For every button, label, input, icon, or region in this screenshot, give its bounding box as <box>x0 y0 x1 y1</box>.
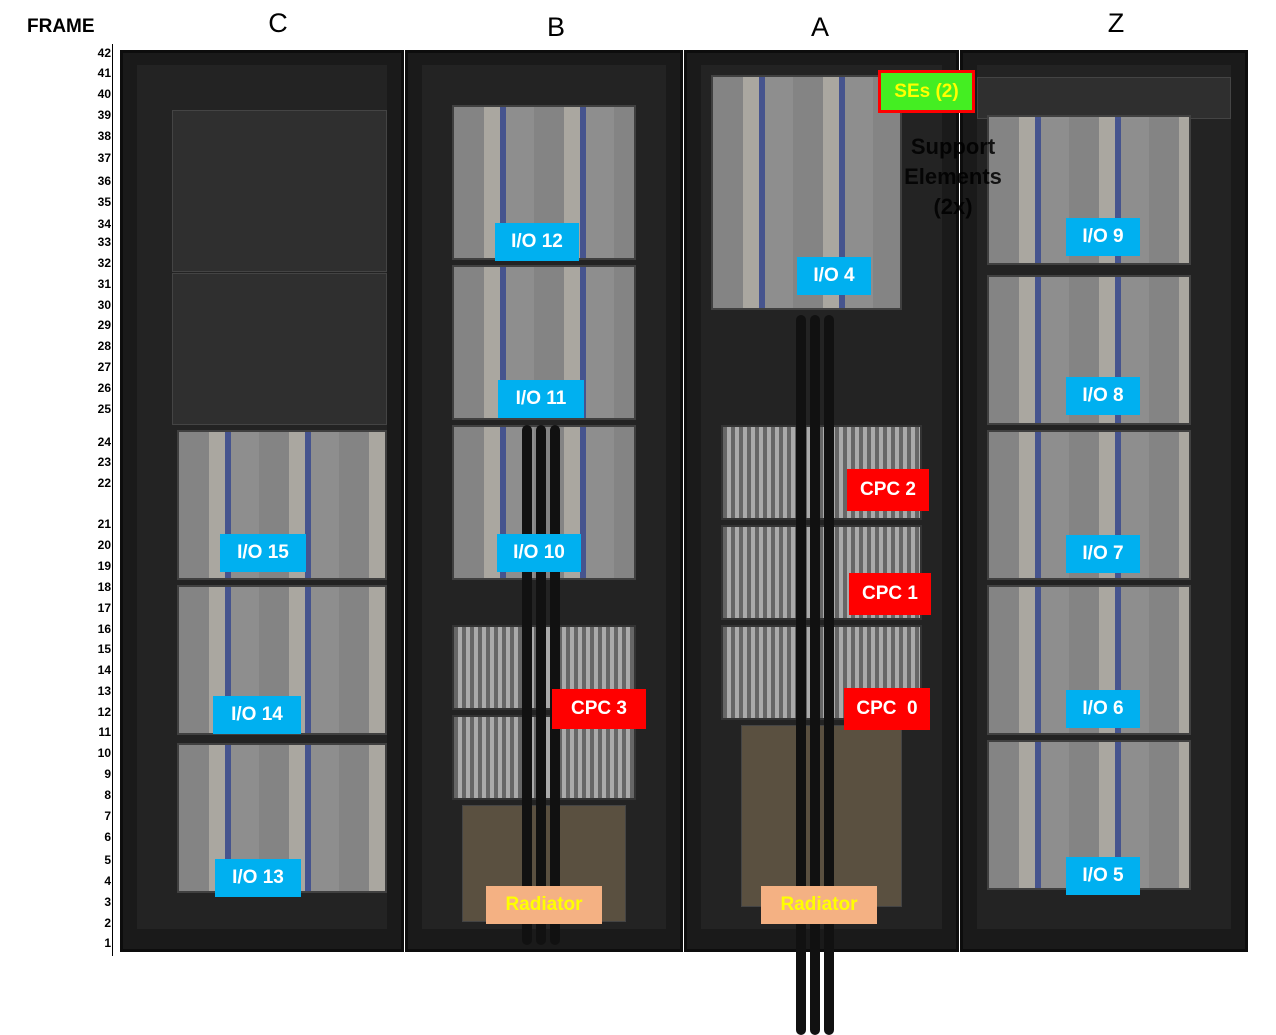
rack-unit-number: 1 <box>104 936 111 950</box>
coolant-hose <box>522 425 532 945</box>
io-12-label: I/O 12 <box>495 223 579 261</box>
rack-panel <box>172 273 387 425</box>
rack-unit-number: 34 <box>97 217 111 231</box>
rack-unit-number: 20 <box>97 538 111 552</box>
coolant-hose <box>824 315 834 1035</box>
rack-unit-number: 24 <box>97 435 111 449</box>
rack-unit-number: 2 <box>104 916 111 930</box>
rack-unit-number: 22 <box>97 476 111 490</box>
rack-unit-number: 15 <box>97 642 111 656</box>
coolant-hose <box>550 425 560 945</box>
cpc-2-label: CPC 2 <box>847 469 929 511</box>
io-drawer <box>987 740 1191 890</box>
rack-unit-number: 5 <box>104 853 111 867</box>
cpc-3-label: CPC 3 <box>552 689 646 729</box>
rack-unit-number: 27 <box>97 360 111 374</box>
rack-unit-number: 35 <box>97 195 111 209</box>
rack-unit-number: 7 <box>104 809 111 823</box>
rack-unit-number: 31 <box>97 277 111 291</box>
cpc-1-label: CPC 1 <box>849 573 931 615</box>
rack-unit-number: 11 <box>98 725 111 739</box>
cpc-0-label: CPC 0 <box>844 688 930 730</box>
coolant-hose <box>810 315 820 1035</box>
ses-label: SEs (2) <box>878 70 975 113</box>
column-b-label: B <box>546 12 565 42</box>
rack-unit-number: 39 <box>97 108 111 122</box>
radiator-a-label: Radiator <box>761 886 877 924</box>
rack-z <box>960 50 1248 952</box>
rack-unit-number: 23 <box>97 455 111 469</box>
rack-unit-number: 40 <box>97 87 111 101</box>
radiator-b-label: Radiator <box>486 886 602 924</box>
rack-unit-number: 13 <box>97 684 111 698</box>
column-c-label: C <box>268 8 288 38</box>
rack-unit-number: 6 <box>104 830 111 844</box>
coolant-hose <box>536 425 546 945</box>
io-7-label: I/O 7 <box>1066 535 1140 573</box>
rack-b <box>405 50 683 952</box>
rack-unit-number: 14 <box>97 663 111 677</box>
io-5-label: I/O 5 <box>1066 857 1140 895</box>
rack-unit-number: 9 <box>104 767 111 781</box>
rack-unit-number: 17 <box>97 601 111 615</box>
coolant-hose <box>796 315 806 1035</box>
rack-unit-number: 12 <box>97 705 111 719</box>
io-15-label: I/O 15 <box>220 534 306 572</box>
rack-unit-number: 29 <box>97 318 111 332</box>
frame-axis <box>112 44 113 956</box>
io-13-label: I/O 13 <box>215 859 301 897</box>
rack-unit-number: 26 <box>97 381 111 395</box>
rack-unit-number: 33 <box>97 235 111 249</box>
io-4-label: I/O 4 <box>797 257 871 295</box>
rack-unit-number: 38 <box>97 129 111 143</box>
rack-unit-number: 32 <box>97 256 111 270</box>
rack-unit-number: 28 <box>97 339 111 353</box>
io-8-label: I/O 8 <box>1066 377 1140 415</box>
io-10-label: I/O 10 <box>497 534 581 572</box>
column-a-label: A <box>810 12 829 42</box>
rack-unit-number: 21 <box>97 517 111 531</box>
rack-unit-number: 19 <box>97 559 111 573</box>
rack-panel <box>741 725 902 907</box>
rack-unit-number: 8 <box>104 788 111 802</box>
rack-panel <box>977 77 1231 119</box>
io-6-label: I/O 6 <box>1066 690 1140 728</box>
rack-unit-number: 3 <box>104 895 111 909</box>
rack-unit-number: 25 <box>97 402 111 416</box>
rack-unit-number: 16 <box>97 622 111 636</box>
rack-unit-number: 36 <box>97 174 111 188</box>
rack-unit-number: 30 <box>97 298 111 312</box>
rack-unit-number: 10 <box>97 746 111 760</box>
io-9-label: I/O 9 <box>1066 218 1140 256</box>
io-14-label: I/O 14 <box>213 696 301 734</box>
rack-unit-number: 42 <box>97 46 111 60</box>
rack-panel <box>172 110 387 272</box>
rack-unit-number: 18 <box>97 580 111 594</box>
rack-unit-number: 41 <box>97 66 111 80</box>
frame-heading: FRAME <box>27 16 95 37</box>
rack-unit-number: 4 <box>104 874 111 888</box>
column-z-label: Z <box>1107 8 1125 38</box>
cpc-drawer <box>721 625 922 720</box>
rack-c <box>120 50 404 952</box>
support-elements-note: Support Elements (2x) <box>904 134 1002 219</box>
io-11-label: I/O 11 <box>498 380 584 418</box>
rack-unit-number: 37 <box>97 151 111 165</box>
